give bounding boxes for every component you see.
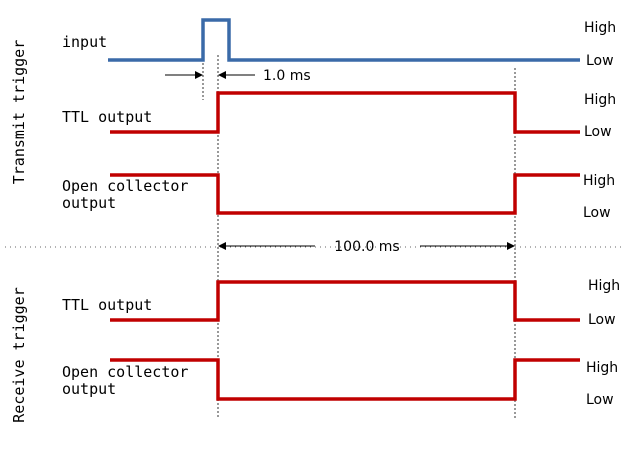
rx-oc-low-label: Low <box>586 392 614 408</box>
input-label: input <box>62 33 107 51</box>
receive-trigger-label: Receive trigger <box>10 287 28 422</box>
rx-ttl-low-label: Low <box>588 312 616 328</box>
input-high-label: High <box>584 20 616 36</box>
rx-oc-label-line1: Open collector <box>62 363 188 381</box>
tx-oc-trace <box>110 173 580 215</box>
rx-oc-trace <box>110 358 580 401</box>
rx-ttl-label: TTL output <box>62 296 152 314</box>
tx-ttl-low-label: Low <box>584 124 612 140</box>
duration-label: 100.0 ms <box>334 239 399 255</box>
tx-ttl-trace <box>110 91 580 134</box>
rx-oc-high-label: High <box>586 360 618 376</box>
input-trace <box>108 18 580 62</box>
tx-oc-low-label: Low <box>583 205 611 221</box>
tx-oc-label-line2: output <box>62 194 116 212</box>
transmit-trigger-label: Transmit trigger <box>10 40 28 185</box>
rx-ttl-high-label: High <box>588 278 620 294</box>
tx-oc-high-label: High <box>583 173 615 189</box>
input-low-label: Low <box>586 53 614 69</box>
tx-oc-label-line1: Open collector <box>62 177 188 195</box>
rx-oc-label-line2: output <box>62 380 116 398</box>
tx-ttl-high-label: High <box>584 92 616 108</box>
rx-ttl-trace <box>110 280 580 322</box>
pulse-width-label: 1.0 ms <box>263 68 311 84</box>
tx-ttl-label: TTL output <box>62 108 152 126</box>
